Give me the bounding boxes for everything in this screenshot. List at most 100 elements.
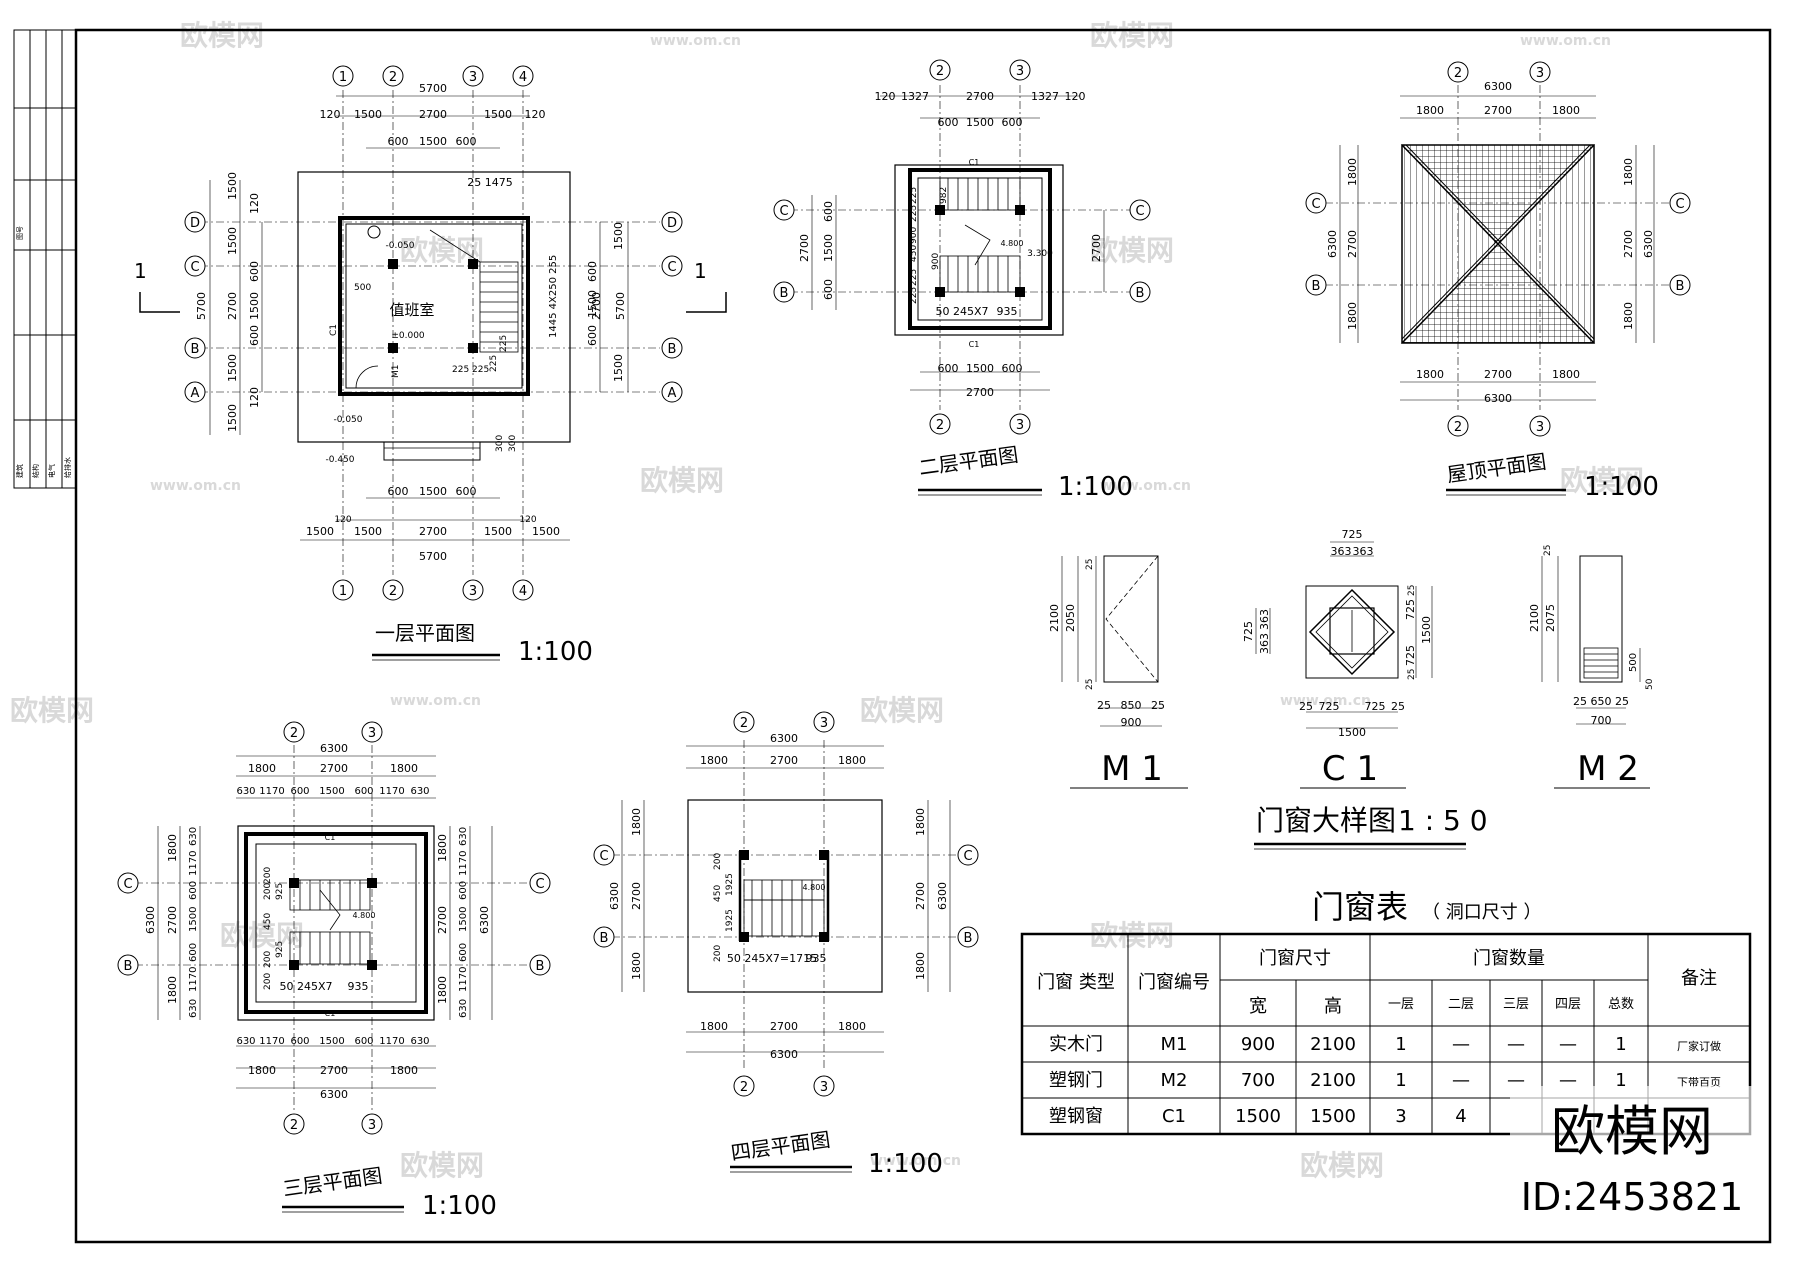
table-cell: 1500 — [1235, 1106, 1281, 1127]
dimension: 120 — [1065, 90, 1086, 103]
dimension: 600 — [822, 279, 835, 300]
dimension: 1170 — [188, 967, 199, 992]
dimension: 225 — [909, 287, 919, 304]
detail-m1: 2100 2050 25 25 25 850 25 900 M 1 — [1048, 555, 1188, 789]
detail-label: M 1 — [1101, 749, 1163, 789]
axis-label: C — [1675, 197, 1684, 212]
dimension: 6300 — [320, 742, 348, 755]
dimension: 6300 — [1642, 230, 1655, 258]
dimension: 600 — [458, 943, 469, 962]
table-cell: 1 — [1395, 1070, 1406, 1091]
dimension: 935 — [997, 305, 1018, 318]
axis-label: 1 — [339, 70, 347, 85]
dimension: 600 — [938, 362, 959, 375]
schedule-header: 二层 — [1448, 997, 1474, 1012]
details-title-group: 门窗大样图 1 : 5 0 — [1254, 804, 1488, 850]
dimension: 700 — [1591, 714, 1612, 727]
dimension: 450 — [713, 885, 723, 902]
dimension: 600 — [388, 135, 409, 148]
axis-label: C — [779, 204, 788, 219]
table-cell: 700 — [1241, 1070, 1275, 1091]
dimension: 1500 — [226, 172, 239, 200]
axis-label: D — [667, 216, 677, 231]
dimension: 1500 — [354, 108, 382, 121]
dimension: 2700 — [1346, 230, 1359, 258]
axis-label: C — [599, 849, 608, 864]
plan-title: 屋顶平面图 — [1445, 449, 1547, 487]
dimension: 1800 — [390, 1064, 418, 1077]
title-block-labels: 图号 建筑 结构 电气 给排水 — [15, 226, 72, 478]
dimension: 25 — [1573, 695, 1587, 708]
axis-label: 2 — [740, 1080, 748, 1095]
dimension: 363 — [1331, 545, 1352, 558]
watermark-url: www.om.cn — [650, 33, 741, 49]
dimension: 2700 — [1484, 104, 1512, 117]
axis-label: 2 — [290, 726, 298, 741]
watermark: 欧模网 — [1300, 1149, 1384, 1182]
dimension: 630 — [236, 786, 255, 797]
dimension: 1500 — [226, 404, 239, 432]
dimension: 600 — [188, 881, 199, 900]
dimension: 2700 — [419, 108, 447, 121]
dimension: 500 — [354, 283, 371, 293]
dimension: 1800 — [1552, 104, 1580, 117]
watermark-url: www.om.cn — [1280, 693, 1371, 709]
dimension: 600 — [586, 325, 599, 346]
schedule-header: 备注 — [1681, 968, 1717, 989]
dimension: 1500 — [1420, 616, 1433, 644]
dimension: 6300 — [1484, 392, 1512, 405]
axis-label: B — [780, 286, 789, 301]
table-cell: M2 — [1161, 1070, 1188, 1091]
dimension: 500 — [1628, 653, 1639, 672]
dimension: 630 — [458, 827, 469, 846]
schedule-header: 宽 — [1249, 996, 1267, 1017]
dimension: 6300 — [608, 882, 621, 910]
dimension: 2700 — [630, 882, 643, 910]
table-cell: — — [1559, 1070, 1577, 1091]
dimension: 1500 — [319, 1036, 344, 1047]
schedule-subtitle: （ 洞口尺寸 ） — [1422, 902, 1541, 923]
dimension: 900 — [1121, 716, 1142, 729]
dimension: 2700 — [966, 386, 994, 399]
level-mark: 4.800 — [803, 883, 826, 892]
dimension: 925 — [275, 883, 285, 900]
watermark-url: www.om.cn — [870, 1153, 961, 1169]
axis-label: C — [190, 260, 199, 275]
dimension: 1500 — [419, 485, 447, 498]
axis-label: C — [535, 877, 544, 892]
plan-title: 一层平面图 — [375, 621, 475, 645]
dimension: 725 — [1404, 599, 1417, 620]
detail-m2: 2100 2075 25 500 50 25 650 25 700 M 2 — [1528, 545, 1655, 789]
sheet-border — [74, 28, 1772, 1244]
dimension: 5700 — [614, 292, 627, 320]
level-mark: -0.050 — [333, 415, 362, 425]
dimension: 600 — [248, 325, 261, 346]
dimension: 600 — [354, 786, 373, 797]
details-title: 门窗大样图 — [1256, 804, 1396, 837]
dimension: 600 — [456, 135, 477, 148]
dimension: 725 — [1365, 700, 1386, 713]
fourth-floor-plan: 2 3 2 3 C B C B 6300 1800 2700 1800 1800… — [593, 711, 979, 1179]
dimension: 600 — [1002, 116, 1023, 129]
plan-scale: 1:100 — [1058, 472, 1133, 502]
dimension: 1800 — [166, 976, 179, 1004]
dimension: 1170 — [259, 786, 284, 797]
dimension: 600 — [290, 1036, 309, 1047]
watermark-url: www.om.cn — [1100, 478, 1191, 494]
dimension: 1170 — [379, 786, 404, 797]
axis-label: B — [668, 342, 677, 357]
dimension: 725 — [1342, 528, 1363, 541]
dimension: 25 — [1407, 585, 1417, 596]
dimension: 1500 — [306, 525, 334, 538]
dimension: 225 — [909, 269, 919, 286]
third-floor-plan: 2 3 2 3 C B C B 6300 1800 2700 1800 630 … — [117, 721, 551, 1221]
dimension: 1800 — [248, 1064, 276, 1077]
dimension: 300 — [495, 435, 505, 452]
dimension: 450 — [263, 913, 273, 930]
dimension: 1500 — [226, 354, 239, 382]
table-cell: — — [1507, 1070, 1525, 1091]
dimension: 1500 — [226, 227, 239, 255]
dimension: 2700 — [914, 882, 927, 910]
dimension: 600 — [290, 786, 309, 797]
watermark: 欧模网 — [220, 919, 304, 952]
